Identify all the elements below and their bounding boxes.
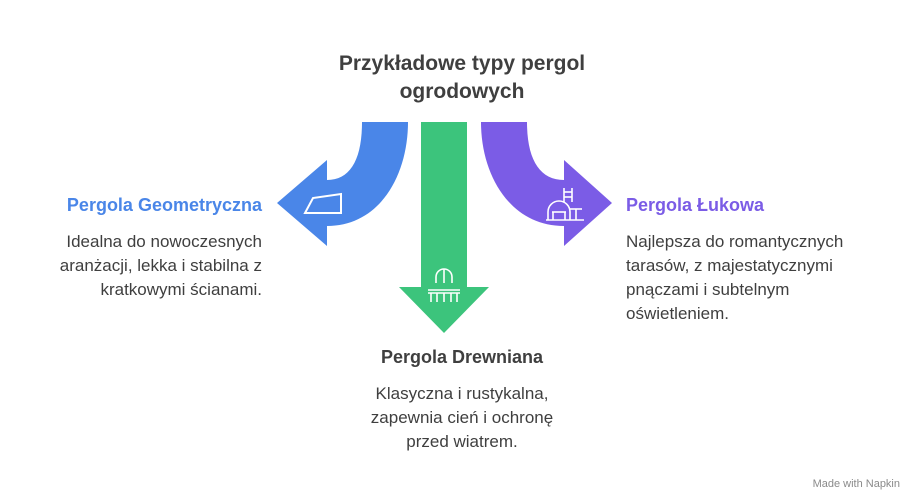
diagram-title: Przykładowe typy pergol ogrodowych bbox=[262, 50, 662, 106]
description-line: przed wiatrem. bbox=[406, 432, 518, 451]
description-line: tarasów, z majestatycznymi bbox=[626, 256, 833, 275]
description-line: kratkowymi ścianami. bbox=[100, 280, 262, 299]
geometric-pergola-description: Idealna do nowoczesnych aranżacji, lekka… bbox=[60, 230, 262, 302]
description-line: Idealna do nowoczesnych bbox=[66, 232, 262, 251]
description-line: Najlepsza do romantycznych bbox=[626, 232, 844, 251]
arched-pergola-heading: Pergola Łukowa bbox=[626, 195, 765, 215]
green-down-arrow bbox=[399, 122, 489, 333]
geometric-pergola-icon bbox=[303, 192, 342, 214]
description-line: pnączami i subtelnym bbox=[626, 280, 790, 299]
description-line: Klasyczna i rustykalna, bbox=[375, 384, 549, 403]
arched-pergola-description: Najlepsza do romantycznych tarasów, z ma… bbox=[626, 230, 843, 326]
description-line: oświetleniem. bbox=[626, 304, 729, 323]
title-line-1: Przykładowe typy pergol bbox=[338, 52, 586, 75]
blue-curved-arrow bbox=[277, 122, 408, 246]
geometric-pergola-heading: Pergola Geometryczna bbox=[66, 195, 262, 215]
description-line: aranżacji, lekka i stabilna z bbox=[59, 256, 262, 275]
wooden-pergola-icon bbox=[428, 268, 460, 302]
title-line-2: ogrodowych bbox=[399, 80, 525, 103]
wooden-pergola-description: Klasyczna i rustykalna, zapewnia cień i … bbox=[262, 382, 662, 454]
arched-pergola-icon bbox=[546, 188, 584, 221]
purple-curved-arrow bbox=[481, 122, 612, 246]
description-line: zapewnia cień i ochronę bbox=[370, 408, 554, 427]
wooden-pergola-heading: Pergola Drewniana bbox=[380, 347, 544, 367]
made-with-napkin-footer[interactable]: Made with Napkin bbox=[812, 478, 900, 490]
